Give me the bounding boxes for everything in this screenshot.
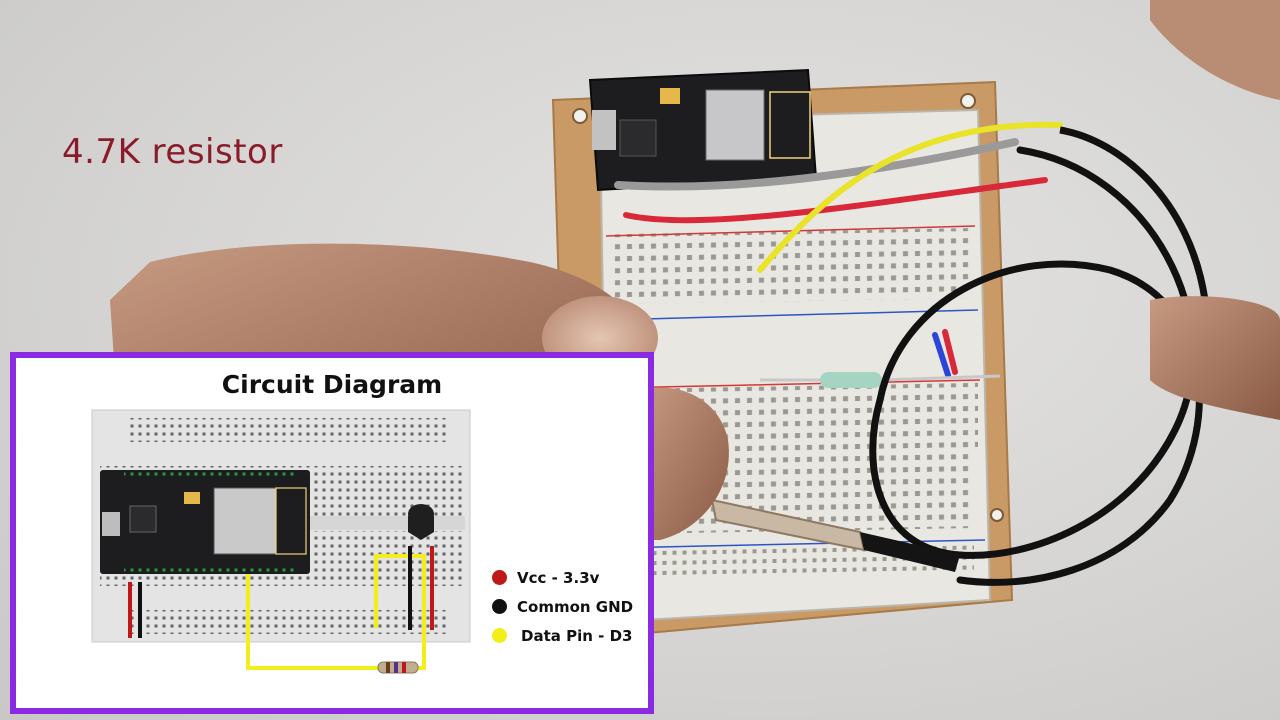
resistor xyxy=(820,372,882,388)
circuit-diagram-title: Circuit Diagram xyxy=(221,370,443,399)
right-fingers xyxy=(1150,296,1280,420)
legend-item-vcc: Vcc - 3.3v xyxy=(492,563,633,592)
legend-item-data: Data Pin - D3 xyxy=(492,621,633,650)
legend-dot-black xyxy=(492,599,507,614)
circuit-diagram-panel: Circuit Diagram xyxy=(10,352,654,714)
gray-wire xyxy=(614,138,1019,191)
legend-dot-yellow xyxy=(492,628,507,643)
legend: Vcc - 3.3v Common GND Data Pin - D3 xyxy=(492,563,633,650)
yellow-wire xyxy=(757,121,1063,273)
circuit-diagram xyxy=(91,409,471,674)
resistor-label: 4.7K resistor xyxy=(62,132,283,172)
red-wire xyxy=(623,177,1048,224)
legend-item-gnd: Common GND xyxy=(492,592,633,621)
legend-dot-red xyxy=(492,570,507,585)
